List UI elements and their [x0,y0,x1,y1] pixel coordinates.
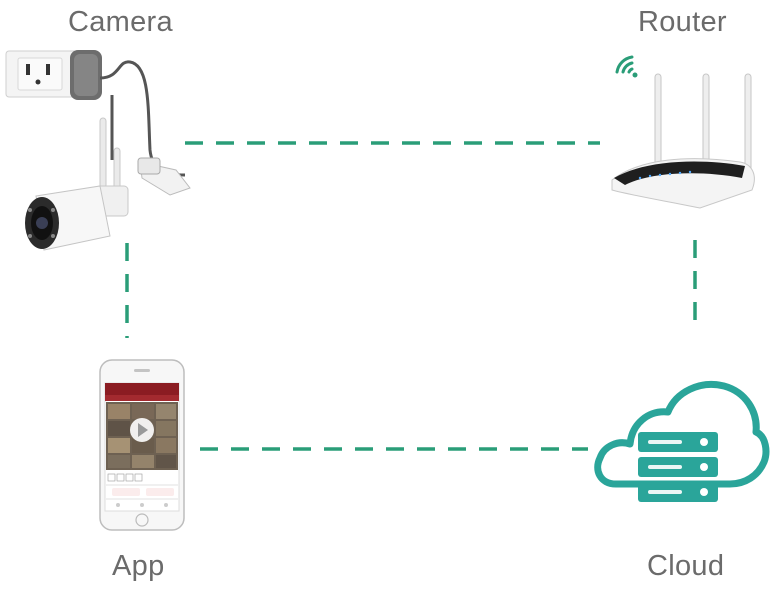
wifi-signal-icon [615,55,638,78]
smartphone-app-icon [99,359,185,531]
cloud-label: Cloud [647,550,725,582]
app-label: App [112,550,165,582]
bullet-camera-icon [5,50,191,251]
camera-label: Camera [68,6,173,38]
router-label: Router [638,6,727,38]
connectors [125,141,697,451]
wifi-router-icon [611,73,755,209]
cloud-server-icon [594,381,770,502]
